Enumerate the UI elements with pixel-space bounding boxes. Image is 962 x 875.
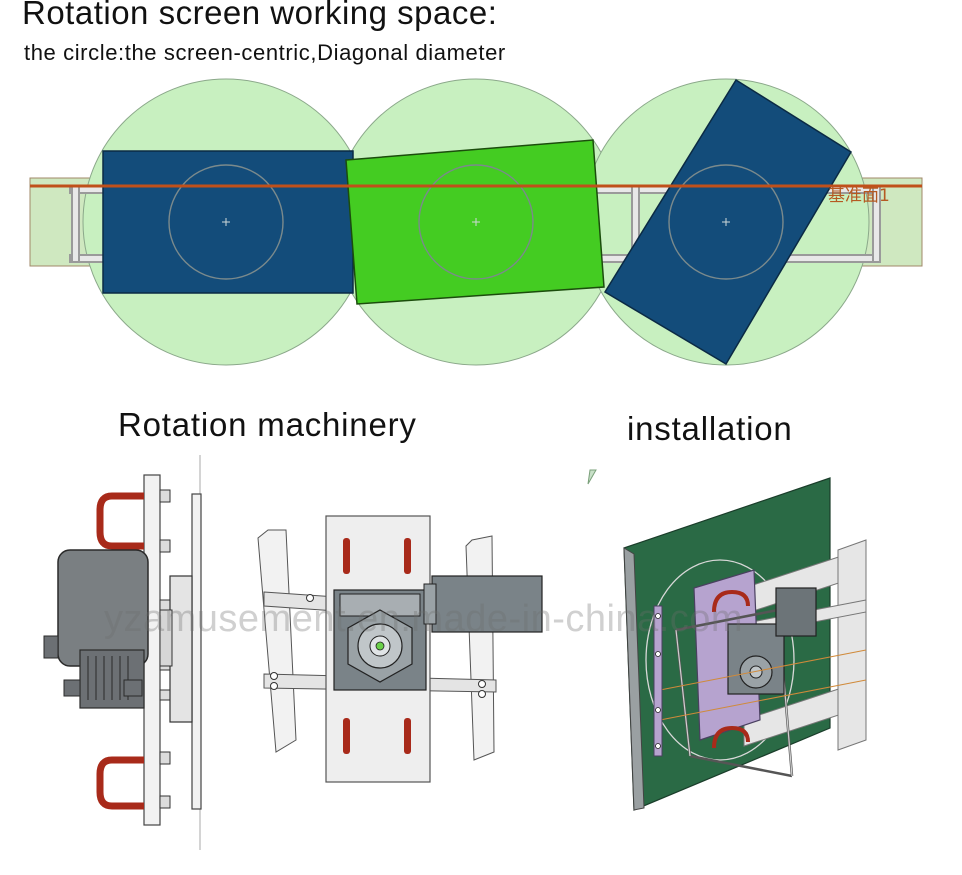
section-title-machinery: Rotation machinery — [118, 406, 417, 443]
machinery-front-view — [257, 515, 543, 783]
page-subtitle: the circle:the screen-centric,Diagonal d… — [24, 40, 506, 65]
machinery-side-view — [43, 455, 202, 850]
installation-view — [587, 469, 867, 811]
page-title: Rotation screen working space: — [22, 0, 498, 31]
section-title-installation: installation — [627, 410, 793, 447]
center-marks — [222, 218, 730, 226]
reference-plane-label: 基准面1 — [828, 186, 890, 206]
inner-circles — [168, 164, 784, 280]
watermark-text: yzamusement.en.made-in-china.com — [104, 598, 744, 640]
